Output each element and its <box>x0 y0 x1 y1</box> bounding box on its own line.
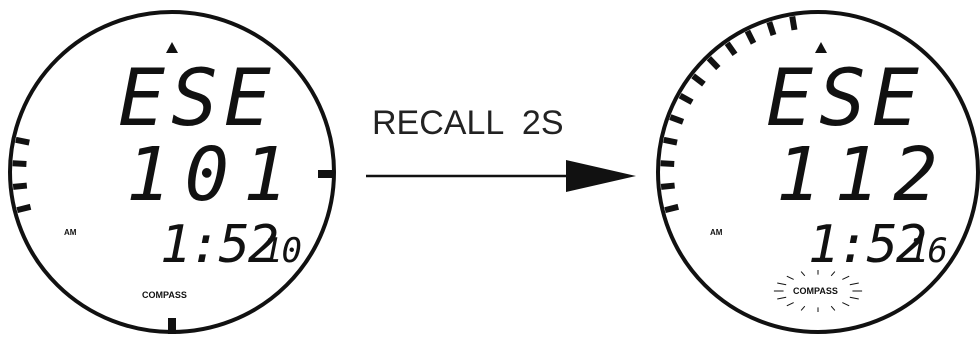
right-bar-indicator <box>660 16 798 214</box>
flash-ray <box>830 305 836 311</box>
bar-segment <box>664 203 680 214</box>
left-ampm: AM <box>64 228 77 237</box>
right-mode-label: COMPASS <box>793 286 838 296</box>
right-time: 1:52 <box>808 215 925 275</box>
bar-segment <box>706 56 721 71</box>
right-degrees: 112 <box>776 132 952 218</box>
left-seconds: 10 <box>262 231 301 271</box>
east-marker <box>318 170 332 178</box>
bar-segment <box>691 73 706 87</box>
left-bar-indicator <box>12 136 32 214</box>
left-degrees: 101 <box>126 132 302 218</box>
north-triangle-icon <box>815 42 827 53</box>
bar-segment <box>660 160 675 167</box>
bar-segment <box>744 29 757 45</box>
bar-segment <box>663 136 678 146</box>
flash-ray <box>830 271 836 277</box>
bar-segment <box>16 203 32 214</box>
flash-ray <box>777 282 787 286</box>
left-watch: ESE 101 1:52 10 AM COMPASS <box>8 10 336 334</box>
arrow-right-icon <box>566 160 636 192</box>
south-marker <box>168 318 176 334</box>
flash-ray <box>786 302 794 307</box>
bar-segment <box>678 92 694 105</box>
north-triangle-icon <box>166 42 178 53</box>
bar-segment <box>766 21 777 36</box>
flash-ray <box>777 296 787 300</box>
flashing-rays-icon <box>773 270 863 312</box>
bar-segment <box>12 160 27 167</box>
flash-ray <box>800 271 806 277</box>
bar-segment <box>12 182 28 190</box>
flash-ray <box>842 275 850 280</box>
right-heading: ESE <box>766 54 925 144</box>
transition: RECALL 2S <box>366 104 636 192</box>
flash-ray <box>800 305 806 311</box>
right-watch-bezel <box>656 10 980 334</box>
transition-label: RECALL 2S <box>372 104 564 142</box>
bar-segment <box>15 136 30 146</box>
flash-ray <box>849 282 859 286</box>
right-seconds: 16 <box>908 231 947 271</box>
bar-segment <box>669 114 685 125</box>
right-watch: ESE 112 1:52 16 AM COMPASS <box>656 10 980 334</box>
flash-ray <box>842 302 850 307</box>
bar-segment <box>789 16 798 31</box>
right-ampm: AM <box>710 228 723 237</box>
bar-segment <box>660 182 675 190</box>
left-mode-label: COMPASS <box>142 290 187 300</box>
left-heading: ESE <box>118 54 277 144</box>
left-time: 1:52 <box>160 215 277 275</box>
flash-ray <box>786 275 794 280</box>
bar-segment <box>724 41 738 57</box>
flash-ray <box>849 296 859 300</box>
